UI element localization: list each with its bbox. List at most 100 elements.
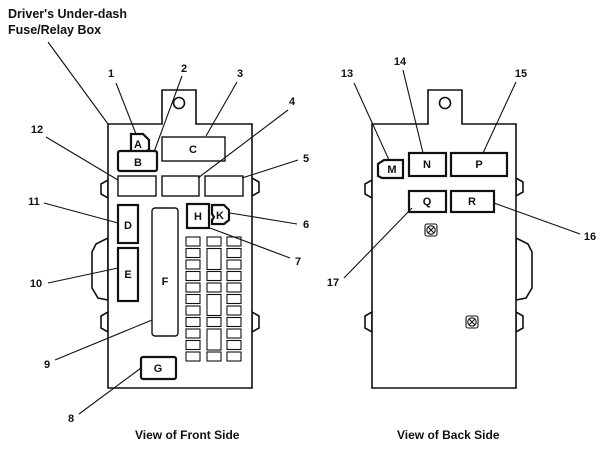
- callout-8: 8: [68, 367, 142, 425]
- callout-14: 14: [394, 56, 424, 154]
- callout-1: 1: [108, 68, 137, 135]
- callout-13: 13: [341, 68, 390, 161]
- mini-fuse-slot: [185, 293, 201, 305]
- mini-fuse-slot: [206, 328, 222, 351]
- slot-c-label: C: [189, 144, 197, 156]
- callout-6: 6: [229, 212, 309, 231]
- mini-fuse-slot: [226, 259, 242, 270]
- mini-fuse-slot: [206, 270, 222, 282]
- callout-10-number: 10: [30, 278, 42, 290]
- back-right-lower-tab: [515, 310, 524, 334]
- callout-7: 7: [209, 227, 301, 268]
- callout-17-number: 17: [327, 277, 339, 289]
- callout-13-number: 13: [341, 68, 353, 80]
- mini-fuse-slot: [206, 282, 222, 293]
- slot-g-label: G: [154, 363, 163, 375]
- slot-12-position: [117, 175, 157, 197]
- slot-h-label: H: [194, 211, 202, 223]
- mini-fuse-slot: [206, 293, 222, 317]
- slot-d: [116, 203, 140, 245]
- slot-h: [185, 202, 211, 230]
- callout-11: 11: [28, 196, 119, 224]
- callout-5: 5: [241, 153, 309, 179]
- mini-fuse-bank: [185, 236, 242, 362]
- back-housing: [371, 89, 517, 389]
- mini-fuse-slot: [185, 351, 201, 362]
- back-right-bracket: [515, 236, 533, 301]
- title-line-1: Driver's Under-dash: [8, 7, 127, 21]
- front-right-lower-tab: [251, 310, 260, 334]
- front-right-tab: [251, 176, 260, 198]
- slot-p: [449, 151, 509, 178]
- slot-q: [407, 189, 448, 214]
- slot-d-label: D: [124, 220, 132, 232]
- mini-fuse-slot: [226, 316, 242, 328]
- title-leader-line: [47, 41, 109, 125]
- slot-f-label: F: [162, 276, 169, 288]
- callout-3: 3: [205, 68, 243, 137]
- callout-12: 12: [31, 124, 119, 181]
- slot-r: [449, 189, 496, 214]
- slot-n-label: N: [423, 159, 431, 171]
- front-view-caption: View of Front Side: [135, 428, 240, 442]
- mini-fuse-slot: [206, 316, 222, 328]
- back-left-lower-tab: [364, 310, 373, 334]
- callout-9-number: 9: [44, 359, 50, 371]
- title-line-2: Fuse/Relay Box: [8, 23, 102, 37]
- mini-fuse-slot: [226, 305, 242, 316]
- callout-16-number: 16: [584, 231, 596, 243]
- front-view: A B C D E F H K G: [28, 41, 309, 425]
- slot-m-label: M: [387, 164, 396, 176]
- mini-fuse-slot: [226, 351, 242, 362]
- back-view-caption: View of Back Side: [397, 428, 500, 442]
- mini-fuse-slot: [206, 351, 222, 362]
- back-screw-lower: [465, 315, 479, 329]
- callout-1-number: 1: [108, 68, 114, 80]
- slot-a-label: A: [134, 139, 142, 151]
- callout-2: 2: [153, 63, 187, 153]
- slot-k: [210, 203, 231, 226]
- back-view: M N P Q R 13: [327, 56, 596, 389]
- mini-fuse-slot: [185, 339, 201, 351]
- slot-4-position: [161, 175, 200, 197]
- callout-16: 16: [493, 202, 596, 243]
- front-left-bracket: [91, 236, 109, 301]
- mini-fuse-slot: [226, 282, 242, 293]
- mini-fuse-slot: [226, 339, 242, 351]
- callout-5-number: 5: [303, 153, 309, 165]
- mini-fuse-slot: [185, 270, 201, 282]
- slot-5-position: [204, 175, 244, 197]
- slot-m: [376, 158, 405, 180]
- callout-6-number: 6: [303, 219, 309, 231]
- mini-fuse-slot: [185, 305, 201, 316]
- mini-fuse-slot: [185, 282, 201, 293]
- callout-14-number: 14: [394, 56, 407, 68]
- mini-fuse-slot: [185, 247, 201, 259]
- front-mount-hole: [172, 96, 186, 110]
- slot-c: [161, 136, 226, 162]
- slot-n: [407, 151, 448, 178]
- callout-3-number: 3: [237, 68, 243, 80]
- mini-fuse-slot: [226, 270, 242, 282]
- callout-11-number: 11: [28, 196, 40, 208]
- slot-e: [116, 246, 140, 303]
- slot-e-label: E: [124, 269, 131, 281]
- back-screw-upper: [424, 223, 438, 237]
- callout-2-number: 2: [181, 63, 187, 75]
- slot-q-label: Q: [423, 196, 432, 208]
- slot-k-label: K: [216, 210, 224, 222]
- mini-fuse-slot: [185, 236, 201, 247]
- slot-p-label: P: [475, 159, 482, 171]
- callout-4: 4: [197, 96, 296, 179]
- mini-fuse-slot: [206, 247, 222, 271]
- slot-r-label: R: [468, 196, 476, 208]
- callout-10: 10: [30, 267, 119, 290]
- callout-9: 9: [44, 319, 153, 371]
- mini-fuse-slot: [185, 259, 201, 270]
- front-left-tab: [100, 178, 109, 200]
- callout-12-number: 12: [31, 124, 43, 136]
- mini-fuse-slot: [185, 316, 201, 328]
- mini-fuse-slot: [226, 293, 242, 305]
